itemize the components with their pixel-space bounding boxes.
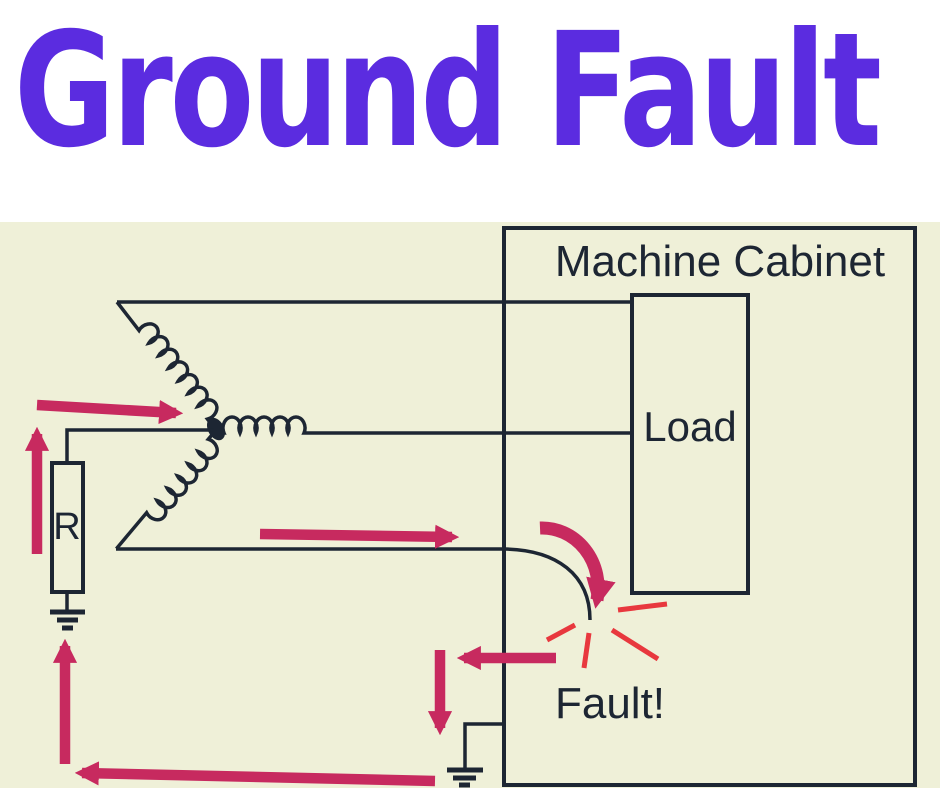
- fault-spark-icon: [545, 601, 668, 669]
- earth-ground-cabinet-icon: [447, 767, 483, 788]
- earth-ground-source-icon: [50, 609, 85, 631]
- stator-winding-c: [115, 428, 219, 550]
- page-title: Ground Fault: [14, 0, 882, 183]
- machine-cabinet-label: Machine Cabinet: [555, 237, 885, 286]
- title-bar: Ground Fault: [0, 0, 940, 222]
- load-box: [630, 293, 750, 595]
- fault-label: Fault!: [555, 679, 665, 728]
- current-arrow-return-path-icon: [74, 761, 436, 787]
- resistor-label: R: [53, 506, 80, 548]
- neutral-wire: [65, 428, 214, 463]
- ground-fault-circuit-diagram: Machine Cabinet Load R Fault!: [0, 222, 940, 788]
- machine-cabinet-box: [502, 226, 917, 787]
- load-label: Load: [643, 403, 736, 450]
- wye-neutral-junction: [206, 417, 226, 441]
- diagram-background: [0, 222, 940, 788]
- cabinet-ground-lead: [463, 722, 504, 770]
- stator-winding-a: [115, 300, 219, 430]
- stator-winding-b: [214, 415, 311, 438]
- current-arrow-into-fault-icon: [539, 521, 616, 609]
- current-arrow-phase-right-icon: [259, 524, 460, 549]
- current-arrow-source-out-icon: [36, 399, 184, 425]
